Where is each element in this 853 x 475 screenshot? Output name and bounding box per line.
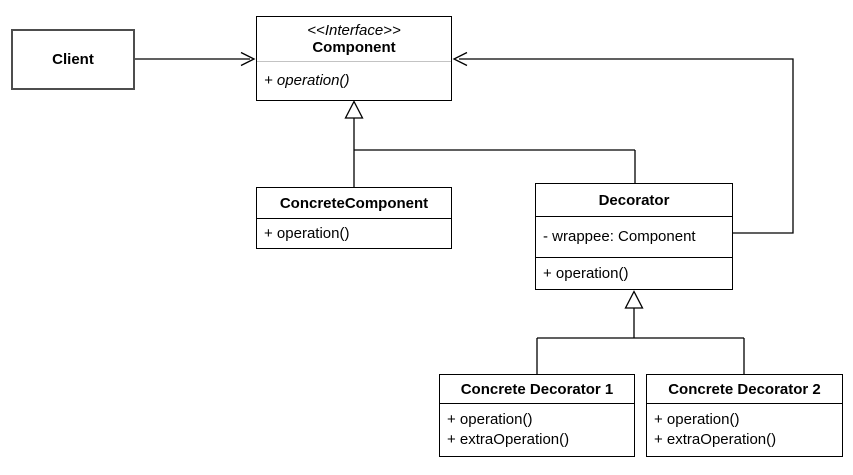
- method-label: + operation(): [264, 224, 350, 242]
- class-header-concrete-decorator-2: Concrete Decorator 2: [647, 375, 842, 403]
- hollow-triangle-icon: [344, 100, 364, 119]
- edge-generalization-to-component: [344, 100, 636, 187]
- hollow-triangle-icon: [624, 290, 644, 309]
- methods-compartment-decorator: + operation(): [536, 257, 732, 289]
- class-box-concrete-component: ConcreteComponent + operation(): [256, 187, 452, 249]
- edge-client-component-association: [135, 51, 256, 67]
- class-name-decorator: Decorator: [598, 191, 670, 209]
- methods-compartment-concrete-decorator-1: + operation() + extraOperation(): [440, 403, 634, 456]
- class-header-component: <<Interface>> Component: [257, 17, 451, 61]
- methods-compartment-concrete-component: + operation(): [257, 218, 451, 248]
- edge-generalization-to-decorator: [536, 290, 745, 374]
- method-label: + extraOperation(): [654, 431, 777, 448]
- class-header-concrete-decorator-1: Concrete Decorator 1: [440, 375, 634, 403]
- class-box-concrete-decorator-1: Concrete Decorator 1 + operation() + ext…: [439, 374, 635, 457]
- class-name-client: Client: [52, 51, 94, 68]
- open-arrowhead-icon: [452, 51, 468, 67]
- class-header-concrete-component: ConcreteComponent: [257, 188, 451, 218]
- method-label: + operation(): [447, 411, 533, 428]
- open-arrowhead-icon: [240, 51, 256, 67]
- stereotype-label: <<Interface>>: [307, 22, 401, 39]
- methods-compartment-concrete-decorator-2: + operation() + extraOperation(): [647, 403, 842, 456]
- class-name-concrete-decorator-2: Concrete Decorator 2: [668, 380, 821, 398]
- method-label: + extraOperation(): [447, 431, 570, 448]
- methods-compartment-component: + operation(): [257, 61, 451, 100]
- class-box-client: Client: [11, 29, 135, 90]
- class-header-decorator: Decorator: [536, 184, 732, 216]
- class-name-concrete-decorator-1: Concrete Decorator 1: [460, 380, 614, 398]
- class-box-decorator: Decorator - wrappee: Component + operati…: [535, 183, 733, 290]
- class-name-concrete-component: ConcreteComponent: [279, 194, 429, 212]
- method-label: + operation(): [543, 264, 629, 282]
- attributes-compartment-decorator: - wrappee: Component: [536, 216, 732, 257]
- attribute-label: - wrappee: Component: [543, 228, 696, 245]
- class-box-concrete-decorator-2: Concrete Decorator 2 + operation() + ext…: [646, 374, 843, 457]
- class-box-component: <<Interface>> Component + operation(): [256, 16, 452, 101]
- class-name-component: Component: [312, 39, 396, 56]
- method-label: + operation(): [654, 411, 740, 428]
- method-label: + operation(): [264, 72, 350, 89]
- edge-wrappee-component-association: [452, 51, 794, 234]
